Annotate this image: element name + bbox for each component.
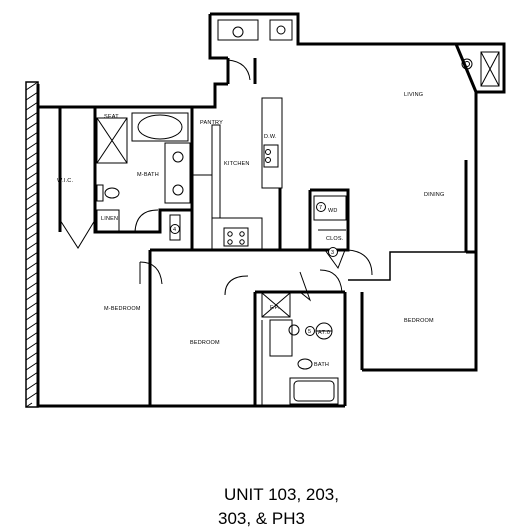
room-label-dw: D.W. <box>264 134 277 140</box>
marker-4: 4 <box>173 227 176 233</box>
room-label-bedroom-1: BEDROOM <box>190 340 220 346</box>
room-label-pantry: PANTRY <box>200 120 223 126</box>
entry-closet <box>217 19 293 81</box>
door-swings <box>139 261 343 296</box>
room-label-m-bedroom: M-BEDROOM <box>104 306 141 312</box>
marker-a70: A7.0 <box>318 330 330 336</box>
room-label-seat: SEAT <box>104 114 119 120</box>
room-label-m-bath: M-BATH <box>137 172 159 178</box>
room-label-wic: W.I.C. <box>57 178 73 184</box>
room-label-dining: DINING <box>424 192 444 198</box>
room-labels: LIVING DINING KITCHEN PANTRY D.W. SEAT M… <box>57 92 444 368</box>
hall-bath <box>148 248 345 405</box>
room-label-kitchen: KITCHEN <box>224 161 250 167</box>
exterior-hatch <box>25 81 39 408</box>
marker-3: 3 <box>331 250 334 256</box>
room-label-linen: LINEN <box>101 216 118 222</box>
laundry-core <box>308 188 466 281</box>
outer-walls <box>36 12 506 408</box>
room-label-living: LIVING <box>404 92 423 98</box>
marker-7-circle <box>316 202 326 212</box>
master-bath <box>58 107 192 249</box>
room-label-clos: CLOS. <box>326 236 344 242</box>
marker-3-circle <box>328 247 338 257</box>
unit-caption-line-1: UNIT 103, 203, <box>224 485 339 504</box>
callouts: 4 3 7 5 A7.0 <box>170 202 338 340</box>
room-label-fp: F.P. <box>270 305 280 311</box>
marker-5-circle <box>305 326 315 336</box>
marker-4-circle <box>170 224 180 234</box>
room-label-bedroom-2: BEDROOM <box>404 318 434 324</box>
room-label-wd: WD <box>328 208 338 214</box>
unit-caption-line-2: 303, & PH3 <box>218 509 305 528</box>
balcony-box <box>461 51 500 87</box>
room-label-bath: BATH <box>314 362 329 368</box>
marker-5: 5 <box>308 329 311 335</box>
marker-7: 7 <box>319 205 322 211</box>
